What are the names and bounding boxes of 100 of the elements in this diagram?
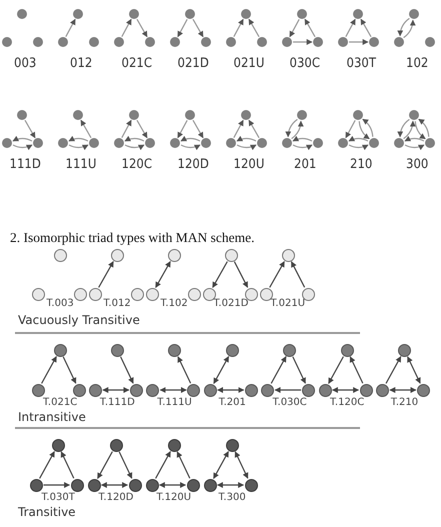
arrow (213, 356, 230, 384)
arrow (345, 18, 356, 37)
arrow (248, 120, 260, 138)
arrow (403, 120, 416, 140)
node-circle (313, 138, 323, 148)
node-circle (224, 248, 238, 262)
triad-label: T.120D (98, 493, 134, 503)
node-circle (226, 37, 236, 47)
node-circle (186, 478, 200, 492)
arrow (177, 120, 188, 138)
arrow (98, 261, 114, 288)
node-circle (340, 344, 354, 356)
arrow (118, 452, 132, 479)
node-circle (73, 110, 83, 120)
node-circle (369, 37, 379, 47)
arrow (158, 482, 186, 488)
triad-label: 021D (178, 56, 209, 70)
node-circle (146, 384, 160, 396)
node-circle (88, 288, 102, 300)
triad-label: T.021D (214, 299, 248, 309)
node-circle (168, 248, 180, 262)
arrow (97, 451, 113, 479)
arrow (418, 118, 430, 137)
node-circle (130, 384, 143, 396)
node-circle (369, 138, 379, 148)
arrow (192, 18, 204, 38)
triad-label: 120D (178, 158, 209, 170)
arrow (348, 136, 368, 142)
node-circle (2, 138, 12, 148)
arrow (385, 356, 402, 384)
arrow (350, 356, 364, 384)
arrow (65, 18, 76, 37)
node-circle (297, 110, 307, 120)
arrow (180, 144, 201, 150)
node-circle (409, 110, 419, 120)
node-circle (201, 138, 211, 148)
triad-label: 030T (346, 56, 376, 70)
arrow (404, 136, 424, 142)
node-circle (409, 9, 419, 19)
arrow (360, 18, 372, 38)
triad-label: T.210 (390, 398, 418, 408)
node-circle (33, 138, 43, 148)
node-circle (394, 138, 404, 148)
triad-label: T.111D (100, 398, 135, 408)
section-label: Intransitive (18, 411, 86, 423)
triad-label: 030C (290, 56, 320, 70)
node-circle (17, 9, 27, 19)
triad-label: 111D (10, 158, 41, 170)
node-circle (226, 344, 239, 356)
arrow (236, 136, 256, 142)
arrow (12, 144, 33, 150)
node-circle (168, 344, 182, 356)
section-label: Transitive (18, 506, 76, 518)
node-circle (241, 9, 251, 19)
node-circle (32, 384, 44, 396)
arrow (285, 118, 298, 138)
arrow (414, 121, 426, 140)
node-circle (170, 37, 180, 47)
arrow (234, 261, 248, 288)
node-circle (88, 478, 100, 492)
node-circle (89, 138, 99, 148)
arrow (404, 144, 425, 150)
node-circle (257, 37, 267, 47)
arrow (389, 387, 416, 393)
node-circle (338, 138, 348, 148)
arrow (24, 120, 36, 138)
node-circle (114, 37, 124, 47)
node-circle (110, 438, 122, 452)
node-circle (188, 288, 200, 300)
arrow (44, 482, 70, 488)
node-circle (30, 478, 42, 492)
node-circle (398, 344, 411, 356)
node-circle (110, 344, 124, 356)
arrow (192, 120, 204, 138)
node-circle (353, 9, 363, 19)
arrow (102, 387, 130, 393)
triad-label: 300 (406, 158, 428, 170)
node-circle (226, 138, 236, 148)
arrow (176, 451, 190, 478)
arrow (155, 451, 171, 479)
arrow (216, 482, 244, 488)
arrow (292, 356, 306, 384)
arrow (290, 261, 306, 288)
figure-caption: 2. Isomorphic triad types with MAN scheme. (10, 231, 254, 244)
arrow (293, 39, 313, 45)
node-circle (282, 37, 292, 47)
node-circle (110, 248, 124, 262)
node-circle (129, 110, 139, 120)
node-circle (17, 110, 27, 120)
node-circle (32, 288, 44, 300)
arrow (349, 39, 369, 45)
arrow (124, 136, 144, 142)
arrow (403, 20, 416, 38)
arrow (217, 387, 244, 393)
arrow (269, 261, 285, 288)
node-circle (282, 138, 292, 148)
triad-label: T.120C (330, 398, 364, 408)
triad-label: 210 (350, 158, 372, 170)
node-circle (33, 37, 43, 47)
node-circle (204, 384, 217, 396)
